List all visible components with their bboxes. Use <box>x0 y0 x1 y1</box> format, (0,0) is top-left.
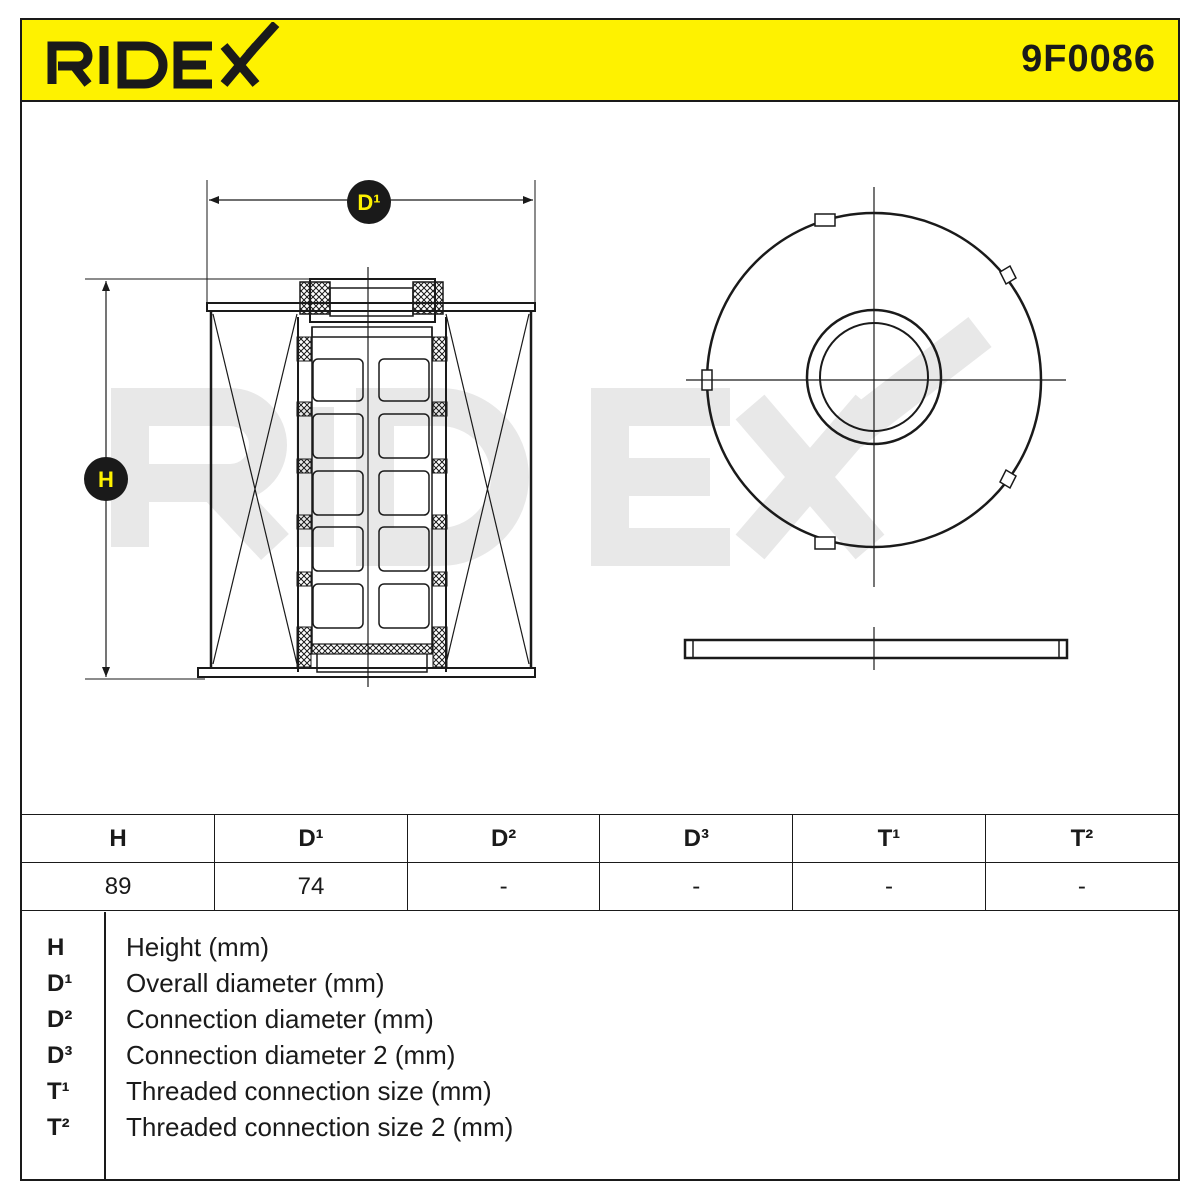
value-d1: 74 <box>214 862 408 911</box>
header-t1: T¹ <box>792 814 986 863</box>
value-t2: - <box>984 862 1178 911</box>
legend-item: T² Threaded connection size 2 (mm) <box>22 1112 1178 1148</box>
legend-symbol: T² <box>47 1114 70 1141</box>
legend-description: Threaded connection size (mm) <box>126 1076 492 1106</box>
brand-logo <box>47 22 280 89</box>
value-h: 89 <box>22 862 216 911</box>
legend-description: Threaded connection size 2 (mm) <box>126 1112 514 1142</box>
legend-symbol: D³ <box>47 1042 73 1069</box>
legend-description: Connection diameter (mm) <box>126 1004 434 1034</box>
part-number: 9F0086 <box>1021 38 1156 80</box>
legend-description: Overall diameter (mm) <box>126 968 385 998</box>
legend-symbol: T¹ <box>47 1078 70 1105</box>
legend-description: Connection diameter 2 (mm) <box>126 1040 456 1070</box>
value-d2: - <box>406 862 601 911</box>
legend-item: T¹ Threaded connection size (mm) <box>22 1076 1178 1112</box>
value-t1: - <box>792 862 986 911</box>
legend-symbol: D² <box>47 1006 73 1033</box>
legend-divider <box>104 912 106 1179</box>
legend-symbol: H <box>47 934 65 961</box>
header-h: H <box>22 814 216 863</box>
legend-description: Height (mm) <box>126 932 270 962</box>
legend-item: D¹ Overall diameter (mm) <box>22 968 1178 1004</box>
header-t2: T² <box>984 814 1178 863</box>
spec-table: H D¹ D² D³ T¹ T² 89 74 - - - - <box>22 814 1178 911</box>
spec-header-row: H D¹ D² D³ T¹ T² <box>22 814 1178 863</box>
product-sheet: 9F0086 H D¹ D² D³ T¹ T² 89 74 - - - - H … <box>20 18 1180 1181</box>
legend: H Height (mm) D¹ Overall diameter (mm) D… <box>22 912 1178 1179</box>
header-d1: D¹ <box>214 814 408 863</box>
value-d3: - <box>599 862 794 911</box>
legend-symbol: D¹ <box>47 970 73 997</box>
header-d3: D³ <box>599 814 794 863</box>
legend-item: D² Connection diameter (mm) <box>22 1004 1178 1040</box>
header-d2: D² <box>406 814 601 863</box>
header-bar: 9F0086 <box>22 20 1178 102</box>
spec-value-row: 89 74 - - - - <box>22 862 1178 911</box>
legend-item: H Height (mm) <box>22 932 1178 968</box>
legend-item: D³ Connection diameter 2 (mm) <box>22 1040 1178 1076</box>
